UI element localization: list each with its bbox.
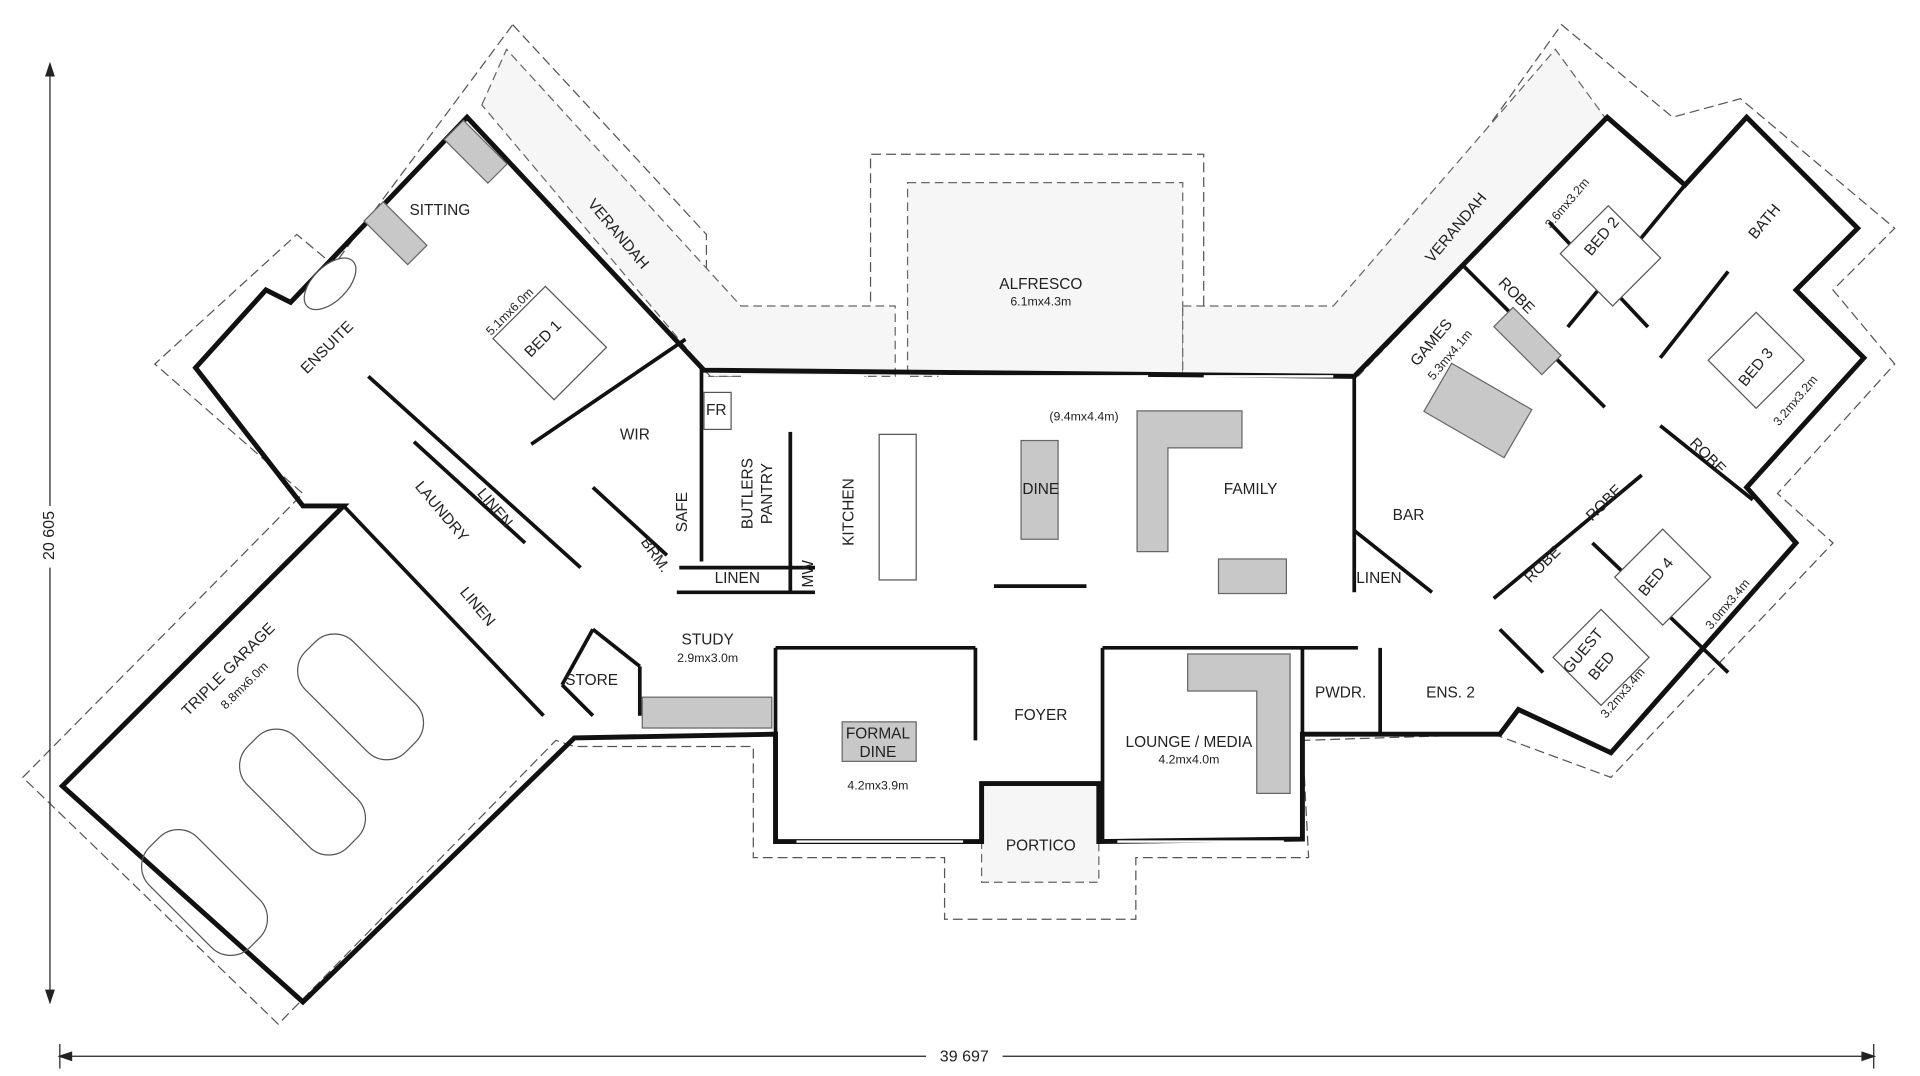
label-butlers: BUTLERS — [739, 458, 756, 529]
label-portico: PORTICO — [1006, 838, 1076, 855]
label-bath: BATH — [1745, 201, 1784, 243]
size-bed-2: 3.6mx3.2m — [1542, 175, 1592, 231]
size-study: 2.9mx3.0m — [677, 651, 738, 665]
label-kitchen: KITCHEN — [841, 478, 858, 546]
label-formal-dine: DINE — [860, 744, 897, 761]
label-dine: DINE — [1022, 481, 1059, 498]
car-3 — [140, 828, 269, 957]
label-robe-bed-3: ROBE — [1686, 435, 1729, 478]
label-brm: BRM. — [637, 534, 673, 575]
dining-table — [1020, 439, 1059, 540]
label-linen-bar: LINEN — [1356, 570, 1401, 587]
sofa-family — [1217, 558, 1287, 595]
label-bar: BAR — [1393, 507, 1425, 524]
guest-bed — [1552, 608, 1650, 707]
label-pwdr: PWDR. — [1315, 685, 1366, 702]
fridge — [703, 391, 732, 431]
bed-2 — [1559, 204, 1662, 307]
label-family: FAMILY — [1224, 481, 1278, 498]
label-formal: FORMAL — [846, 725, 911, 742]
dimension-height: 20 605 — [37, 61, 63, 1005]
study-desk — [641, 696, 773, 729]
car-2 — [238, 728, 367, 856]
bath-tub — [303, 257, 357, 311]
label-linen-laundry-2: LINEN — [456, 584, 498, 630]
label-wir: WIR — [620, 427, 650, 444]
size-alfresco: 6.1mx4.3m — [1010, 295, 1071, 309]
eave-outline — [21, 23, 1896, 1026]
sofa-sitting-1 — [443, 119, 508, 185]
size-family-dine: (9.4mx4.4m) — [1049, 409, 1118, 423]
room-labels: SITTING VERANDAH ALFRESCO 6.1mx4.3m VERA… — [179, 175, 1821, 854]
label-robe-bed-4: ROBE — [1583, 482, 1626, 525]
label-pantry: PANTRY — [759, 463, 776, 524]
bed-4 — [1613, 528, 1712, 626]
sofa-family-l — [1136, 410, 1243, 553]
bed-3 — [1707, 311, 1806, 410]
verandah-right — [1182, 48, 1606, 377]
sofa-games — [1492, 306, 1562, 376]
pool-table — [1423, 362, 1533, 459]
furniture — [140, 119, 1806, 957]
label-foyer: FOYER — [1014, 707, 1067, 724]
label-robe-guest: ROBE — [1521, 543, 1564, 586]
label-fr: FR — [706, 402, 727, 419]
size-lounge: 4.2mx4.0m — [1158, 752, 1219, 766]
internal-walls — [342, 183, 1754, 842]
label-alfresco: ALFRESCO — [999, 276, 1082, 293]
car-1 — [297, 633, 425, 761]
kitchen-island — [878, 433, 917, 581]
label-mw: MW — [800, 560, 817, 588]
size-formal-dine: 4.2mx3.9m — [847, 778, 908, 792]
portico — [980, 782, 1100, 883]
bed-1 — [492, 285, 608, 401]
label-sitting: SITTING — [410, 202, 471, 219]
label-safe: SAFE — [674, 492, 691, 532]
label-store: STORE — [565, 672, 618, 689]
label-lounge: LOUNGE / MEDIA — [1126, 734, 1253, 751]
formal-dine-table — [841, 721, 917, 762]
dimension-width: 39 697 — [57, 1043, 1877, 1069]
label-ensuite: ENSUITE — [298, 318, 357, 377]
width-dimension: 39 697 — [940, 1048, 989, 1066]
sofa-sitting-2 — [363, 200, 428, 266]
label-study: STUDY — [682, 631, 734, 648]
height-dimension: 20 605 — [40, 511, 58, 560]
sofa-lounge-l — [1187, 653, 1291, 795]
label-ens-2: ENS. 2 — [1426, 685, 1475, 702]
verandah-left — [481, 48, 896, 377]
label-linen-kitchen: LINEN — [715, 570, 760, 587]
windows — [740, 375, 1334, 843]
